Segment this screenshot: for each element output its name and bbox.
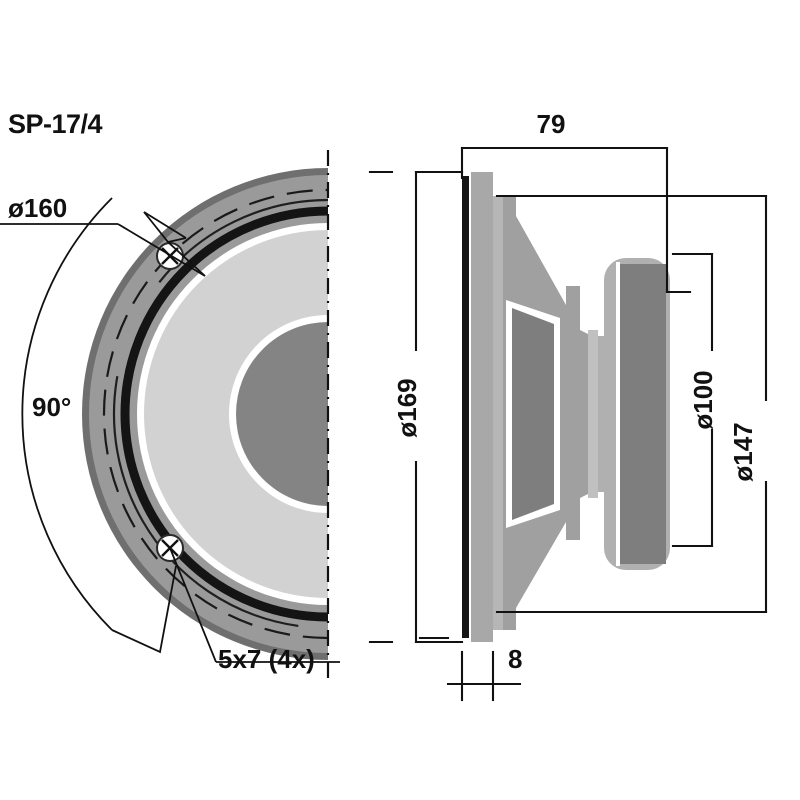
flange-thickness-label: 8 — [508, 644, 522, 674]
depth-label: 79 — [537, 109, 566, 139]
frame-inner-arc — [112, 198, 328, 630]
baffle-diameter-dimension — [495, 194, 768, 614]
cone-section — [512, 308, 554, 520]
back-plate-groove — [616, 262, 620, 566]
magnet-diameter-label: ø100 — [688, 370, 718, 429]
magnet — [620, 264, 666, 564]
hole-size-label: 5x7 (4x) — [218, 644, 315, 674]
surround-ring — [120, 206, 328, 622]
angle-arc-90 — [21, 197, 113, 631]
depth-dimension — [460, 146, 692, 294]
gasket — [462, 176, 469, 638]
angle-label: 90° — [32, 392, 71, 422]
dust-cap — [236, 322, 328, 506]
bolt-circle-dashed — [102, 188, 328, 640]
outer-diameter-label: ø169 — [392, 378, 422, 437]
pole-plate-front — [588, 330, 598, 498]
front-view — [82, 168, 328, 660]
hole-size-leader — [111, 547, 340, 663]
basket-highlight — [493, 196, 503, 630]
flange-thickness-dimension — [418, 636, 522, 702]
mounting-flange — [471, 172, 493, 642]
outer-diameter-dimension — [368, 170, 464, 644]
baffle-diameter-label: ø147 — [728, 422, 758, 481]
bolt-circle-leader — [0, 211, 206, 277]
magnet-diameter-dimension — [671, 252, 714, 548]
bolt-circle-label: ø160 — [8, 193, 67, 223]
page-title: SP-17/4 — [8, 109, 103, 139]
side-section-view — [462, 172, 670, 642]
